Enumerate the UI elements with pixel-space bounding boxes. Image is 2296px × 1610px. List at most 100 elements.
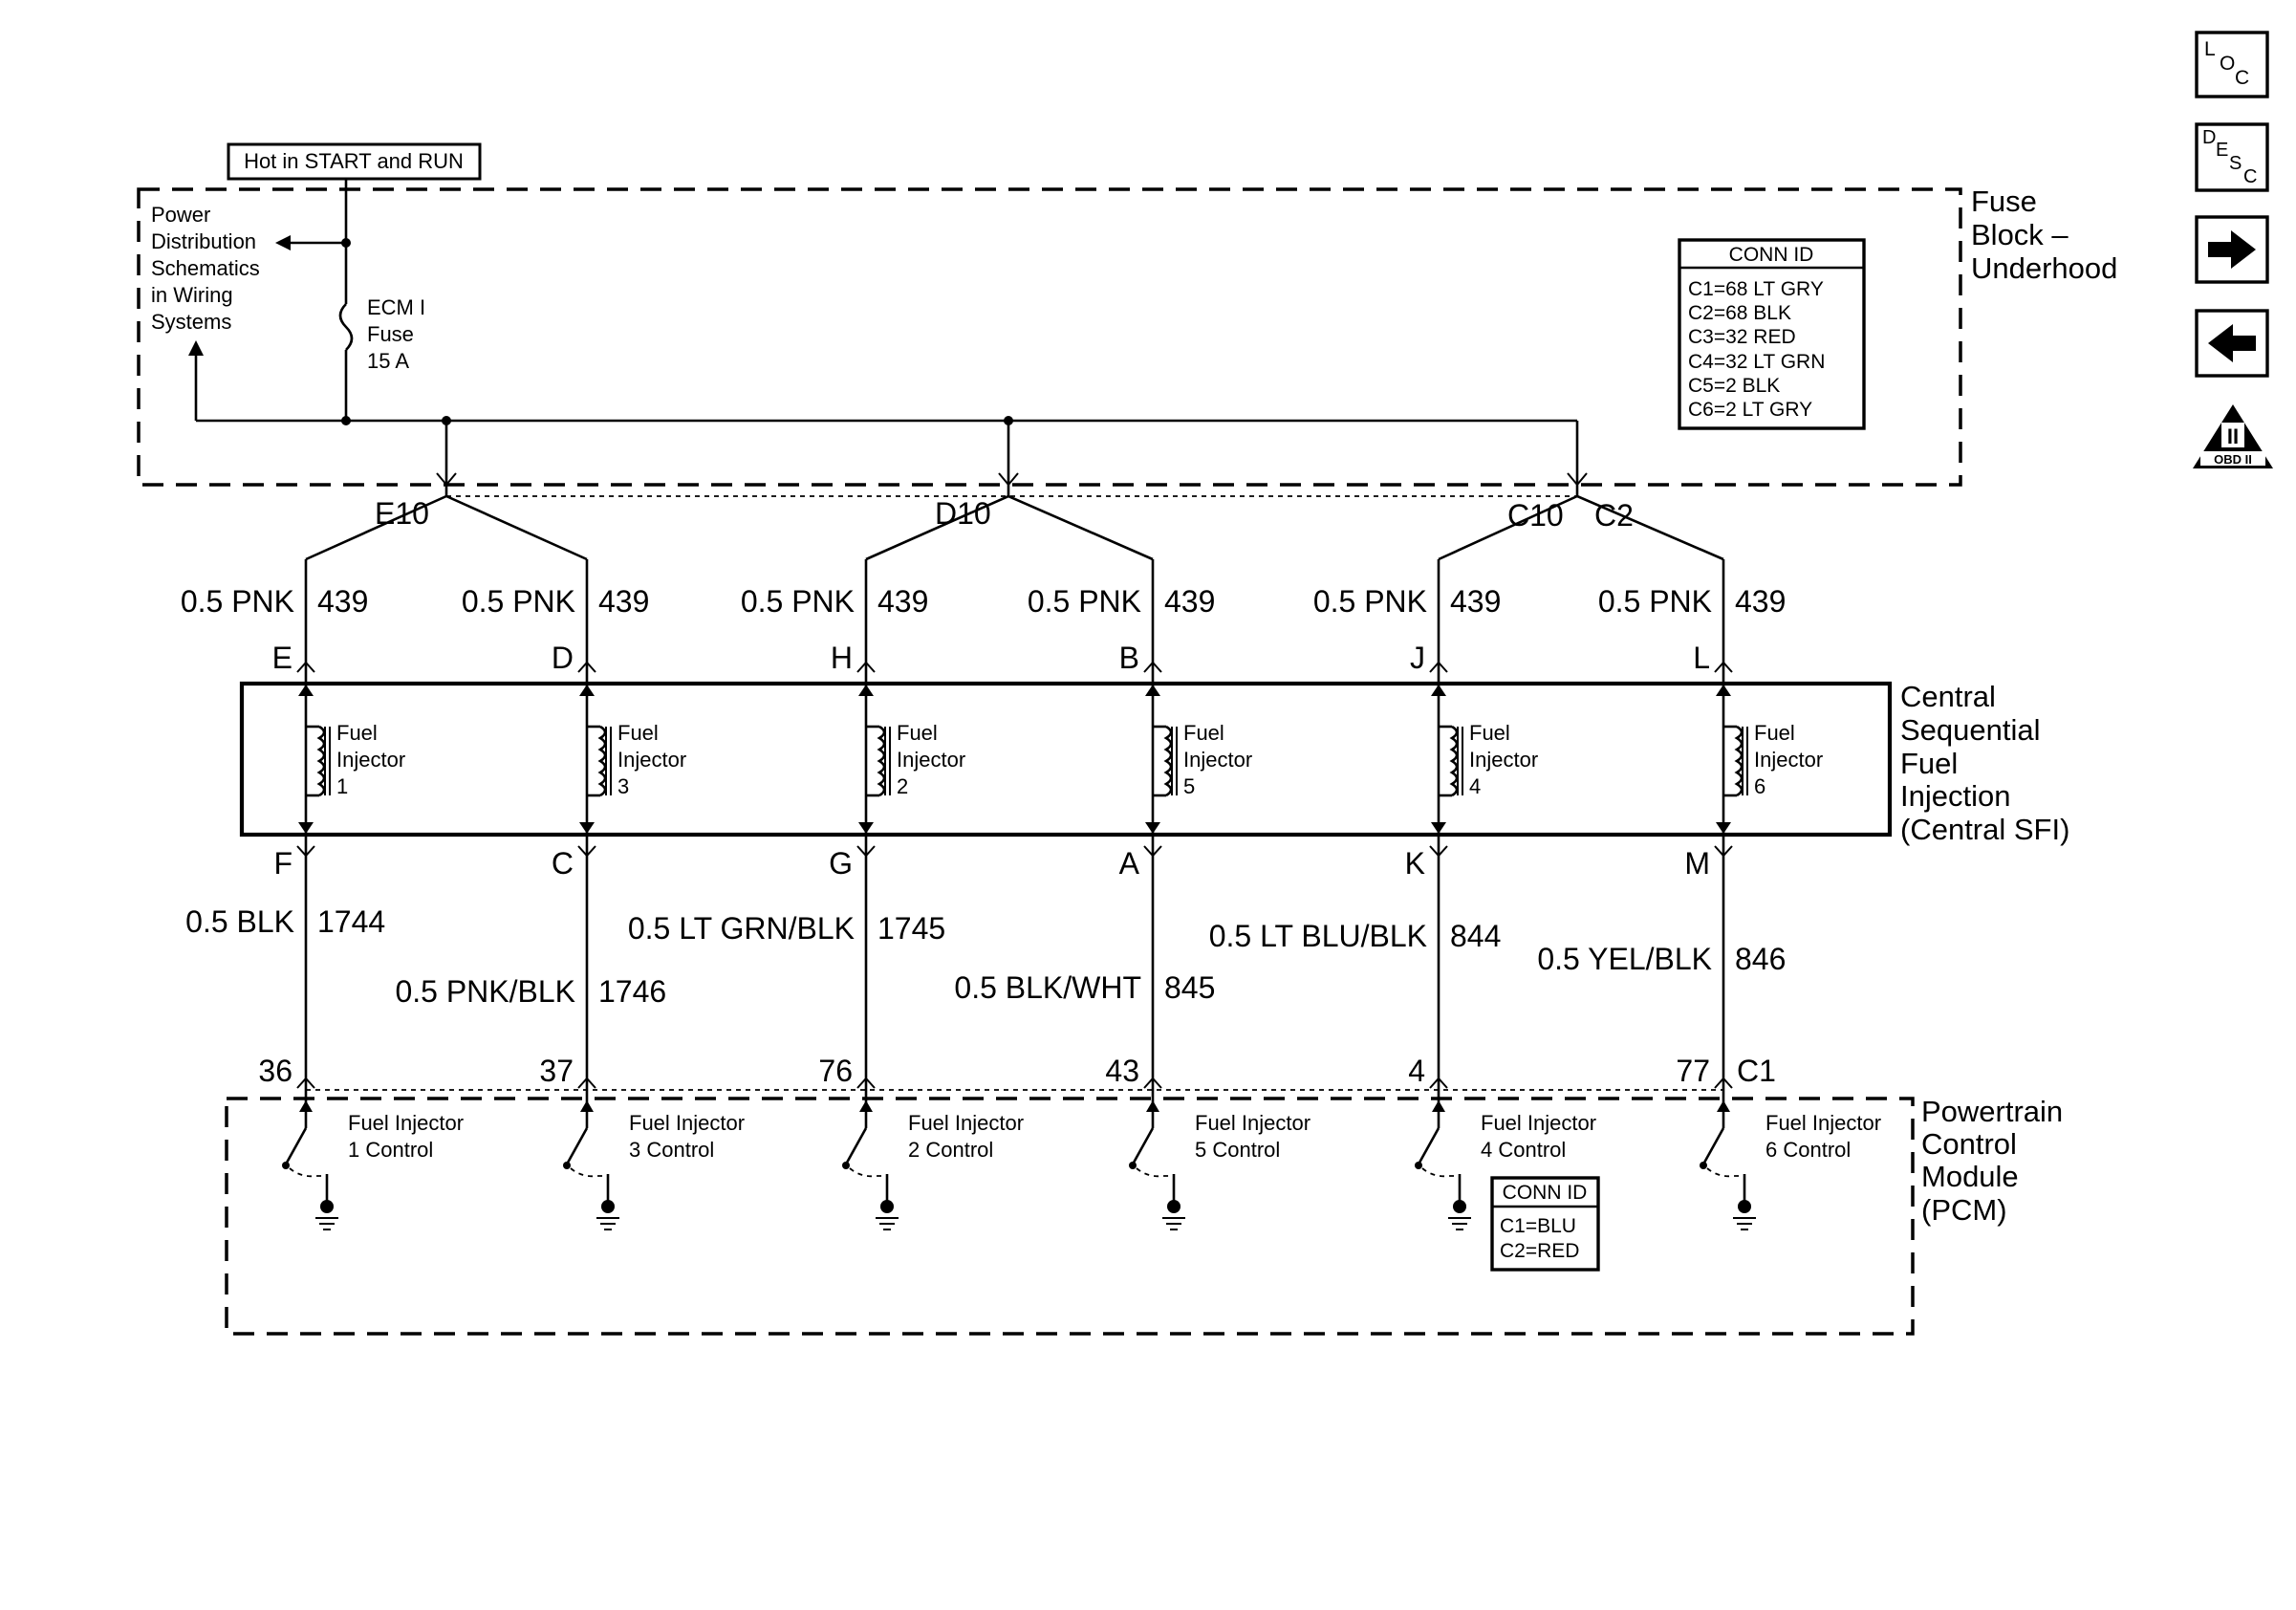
control-label: 2 Control xyxy=(908,1138,993,1162)
central-sfi-title-2: Sequential xyxy=(1900,713,2041,747)
control-label: Fuel Injector xyxy=(1481,1111,1596,1135)
connector-label-c2: C2 xyxy=(1594,498,1634,533)
pcm-pin-label: 43 xyxy=(1105,1054,1139,1088)
top-circuit-number: 439 xyxy=(1164,584,1215,619)
bottom-pin-label: K xyxy=(1405,846,1425,881)
obd-label: OBD II xyxy=(2214,452,2252,467)
central-sfi-block: Central Sequential Fuel Injection (Centr… xyxy=(239,680,2069,846)
central-sfi-title-4: Injection xyxy=(1900,779,2010,813)
splice-connectors: E10 D10 C10 C2 xyxy=(305,421,1724,561)
injector-coil-icon xyxy=(1163,725,1173,797)
injector-label: Injector xyxy=(617,748,686,772)
ground-icon xyxy=(1453,1200,1466,1213)
conn-id-title: CONN ID xyxy=(1503,1182,1588,1204)
top-pin-label: L xyxy=(1693,641,1710,675)
control-label: Fuel Injector xyxy=(1195,1111,1310,1135)
left-arrow-icon xyxy=(2208,324,2256,362)
bottom-circuit-number: 844 xyxy=(1450,919,1501,953)
central-sfi-title-3: Fuel xyxy=(1900,747,1958,780)
control-label: 6 Control xyxy=(1765,1138,1851,1162)
supply-label-box: Hot in START and RUN xyxy=(227,142,482,181)
conn-id-title: CONN ID xyxy=(1729,244,1814,266)
desc-button[interactable]: D E S C xyxy=(2195,122,2269,192)
power-note-line-4: in Wiring xyxy=(151,283,233,307)
control-label: 4 Control xyxy=(1481,1138,1566,1162)
loc-letter: O xyxy=(2220,53,2235,75)
bottom-wire-color: 0.5 BLK xyxy=(185,904,294,939)
bottom-circuit-number: 1744 xyxy=(317,904,385,939)
control-label: Fuel Injector xyxy=(1765,1111,1881,1135)
desc-letter: S xyxy=(2229,153,2242,174)
back-button[interactable] xyxy=(2195,309,2269,378)
injector-label: Fuel xyxy=(617,721,659,745)
desc-letter: E xyxy=(2216,140,2228,161)
injector-label: Injector xyxy=(336,748,405,772)
pcm-outline xyxy=(225,1097,1915,1336)
connector-c10: C10 C2 xyxy=(1438,472,1724,561)
bottom-wire-color: 0.5 BLK/WHT xyxy=(954,970,1141,1005)
pcm-pin-label: 37 xyxy=(539,1054,574,1088)
injector-coil-icon xyxy=(1734,725,1744,797)
injector-number: 2 xyxy=(897,774,908,798)
bottom-circuit-number: 1745 xyxy=(877,911,945,946)
injector-coil-icon xyxy=(597,725,607,797)
pcm-pin-label: 36 xyxy=(258,1054,292,1088)
ground-icon xyxy=(880,1200,894,1213)
injector-number: 4 xyxy=(1469,774,1481,798)
ground-icon xyxy=(1738,1200,1751,1213)
bottom-pin-label: C xyxy=(552,846,574,881)
control-label: Fuel Injector xyxy=(908,1111,1024,1135)
top-wire-color: 0.5 PNK xyxy=(1598,584,1712,619)
injector-number: 5 xyxy=(1183,774,1195,798)
bottom-wire-color: 0.5 PNK/BLK xyxy=(395,974,575,1009)
top-wire-color: 0.5 PNK xyxy=(1313,584,1427,619)
control-label: 5 Control xyxy=(1195,1138,1280,1162)
obd-ii-icon[interactable]: II OBD II xyxy=(2193,404,2273,468)
control-label: 1 Control xyxy=(348,1138,433,1162)
bottom-wire-color: 0.5 YEL/BLK xyxy=(1537,942,1712,976)
injector-coil-icon xyxy=(316,725,326,797)
conn-id-row: C2=68 BLK xyxy=(1688,302,1791,324)
injector-number: 3 xyxy=(617,774,629,798)
bottom-wire-color: 0.5 LT BLU/BLK xyxy=(1209,919,1427,953)
pcm-block: Powertrain Control Module (PCM) C1 xyxy=(225,1054,2063,1336)
top-wire-color: 0.5 PNK xyxy=(741,584,855,619)
forward-button[interactable] xyxy=(2195,215,2269,284)
power-note-line-2: Distribution xyxy=(151,229,256,253)
loc-letter: C xyxy=(2235,67,2249,89)
power-distribution-note: Power Distribution Schematics in Wiring … xyxy=(151,203,260,334)
central-sfi-outline xyxy=(239,681,1893,838)
connector-e10: E10 xyxy=(305,421,588,561)
bottom-pin-label: F xyxy=(273,846,292,881)
bottom-circuit-number: 845 xyxy=(1164,970,1215,1005)
pcm-title-2: Control xyxy=(1921,1127,2017,1161)
top-pin-label: B xyxy=(1119,641,1139,675)
central-sfi-title-5: (Central SFI) xyxy=(1900,813,2069,846)
conn-id-row: C2=RED xyxy=(1500,1240,1579,1262)
bottom-pin-label: A xyxy=(1119,846,1140,881)
fuse-rating: 15 A xyxy=(367,349,409,373)
pcm-title-1: Powertrain xyxy=(1921,1095,2063,1128)
connector-label-c10: C10 xyxy=(1507,498,1564,533)
fuse-block-outline xyxy=(137,187,1962,487)
conn-id-row: C6=2 LT GRY xyxy=(1688,399,1812,421)
pcm-pin-label: 77 xyxy=(1676,1054,1710,1088)
loc-button[interactable]: L O C xyxy=(2195,31,2269,98)
ground-icon xyxy=(601,1200,615,1213)
injector-label: Fuel xyxy=(1469,721,1510,745)
injector-coil-icon xyxy=(877,725,886,797)
top-wire-color: 0.5 PNK xyxy=(462,584,575,619)
top-circuit-number: 439 xyxy=(1735,584,1786,619)
fuse-type: Fuse xyxy=(367,322,414,346)
central-sfi-title-1: Central xyxy=(1900,680,1996,713)
injector-label: Fuel xyxy=(336,721,378,745)
pcm-title-3: Module xyxy=(1921,1160,2019,1193)
ground-icon xyxy=(320,1200,334,1213)
loc-letter: L xyxy=(2204,38,2216,60)
